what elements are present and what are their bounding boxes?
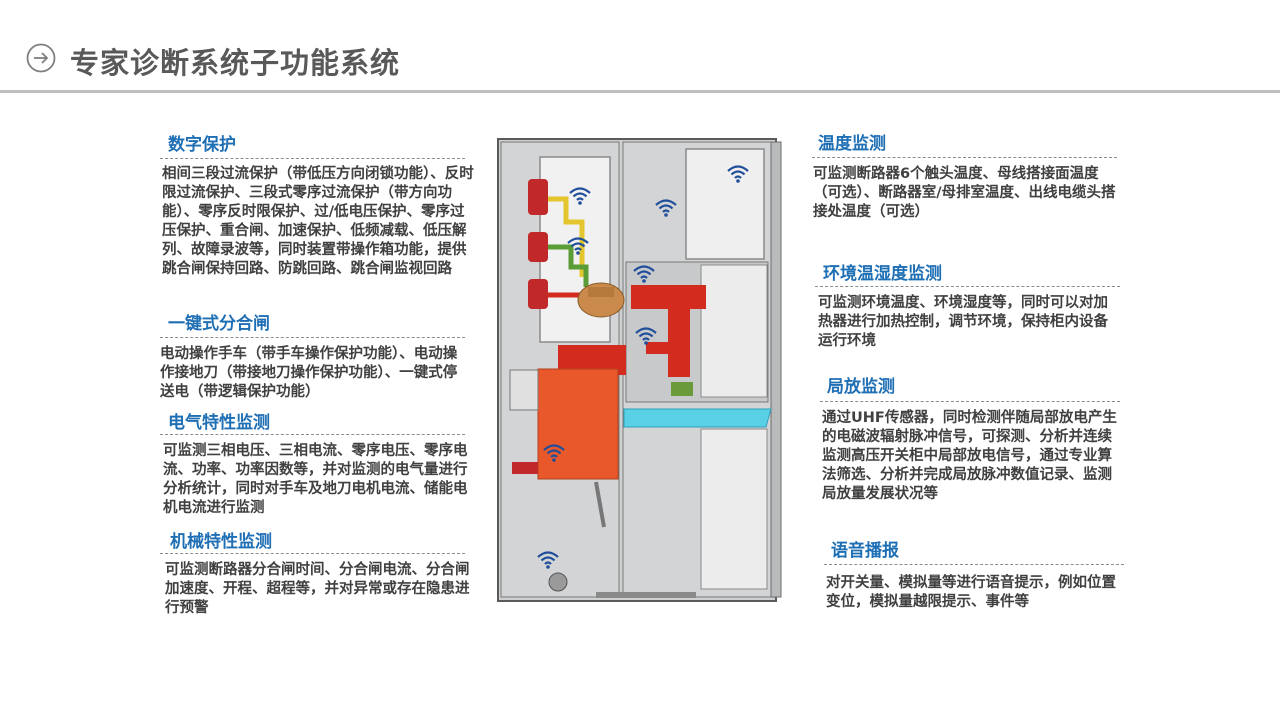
one-key-switch-text: 电动操作手车（带手车操作保护功能）、电动操作接地刀（带接地刀操作保护功能）、一键… bbox=[160, 346, 458, 400]
header-divider bbox=[0, 90, 1280, 93]
voice-broadcast-text: 对开关量、模拟量等进行语音提示，例如位置变位，模拟量越限提示、事件等 bbox=[826, 575, 1116, 610]
environment-monitoring-title: 环境温湿度监测 bbox=[823, 264, 942, 284]
divider bbox=[812, 157, 1117, 158]
partial-discharge-title: 局放监测 bbox=[827, 377, 895, 397]
partial-discharge-text: 通过UHF传感器，同时检测伴随局部放电产生的电磁波辐射脉冲信号，可探测、分析并连… bbox=[822, 410, 1117, 502]
divider bbox=[160, 434, 465, 435]
temperature-monitoring-title: 温度监测 bbox=[818, 134, 886, 154]
divider bbox=[160, 337, 465, 338]
arrow-right-circle-icon bbox=[26, 43, 56, 73]
electrical-monitoring-title: 电气特性监测 bbox=[168, 413, 270, 433]
switchgear-cabinet-diagram bbox=[497, 138, 782, 602]
divider bbox=[160, 158, 465, 159]
one-key-switch-title: 一键式分合闸 bbox=[168, 314, 270, 334]
electrical-monitoring-text: 可监测三相电压、三相电流、零序电压、零序电流、功率、功率因数等，并对监测的电气量… bbox=[163, 443, 468, 516]
mechanical-monitoring-title: 机械特性监测 bbox=[170, 532, 272, 552]
divider bbox=[160, 553, 465, 554]
environment-monitoring-text: 可监测环境温度、环境湿度等，同时可以对加热器进行加热控制，调节环境，保持柜内设备… bbox=[818, 295, 1108, 349]
divider bbox=[824, 564, 1124, 565]
page-title: 专家诊断系统子功能系统 bbox=[70, 46, 401, 80]
digital-protection-title: 数字保护 bbox=[168, 135, 236, 155]
divider bbox=[815, 286, 1120, 287]
voice-broadcast-title: 语音播报 bbox=[831, 541, 899, 561]
divider bbox=[820, 401, 1120, 402]
temperature-monitoring-text: 可监测断路器6个触头温度、母线搭接面温度（可选）、断路器室/母排室温度、出线电缆… bbox=[813, 166, 1116, 220]
mechanical-monitoring-text: 可监测断路器分合闸时间、分合闸电流、分合闸加速度、开程、超程等，并对异常或存在隐… bbox=[165, 562, 470, 616]
digital-protection-text: 相间三段过流保护（带低压方向闭锁功能）、反时限过流保护、三段式零序过流保护（带方… bbox=[162, 166, 474, 277]
